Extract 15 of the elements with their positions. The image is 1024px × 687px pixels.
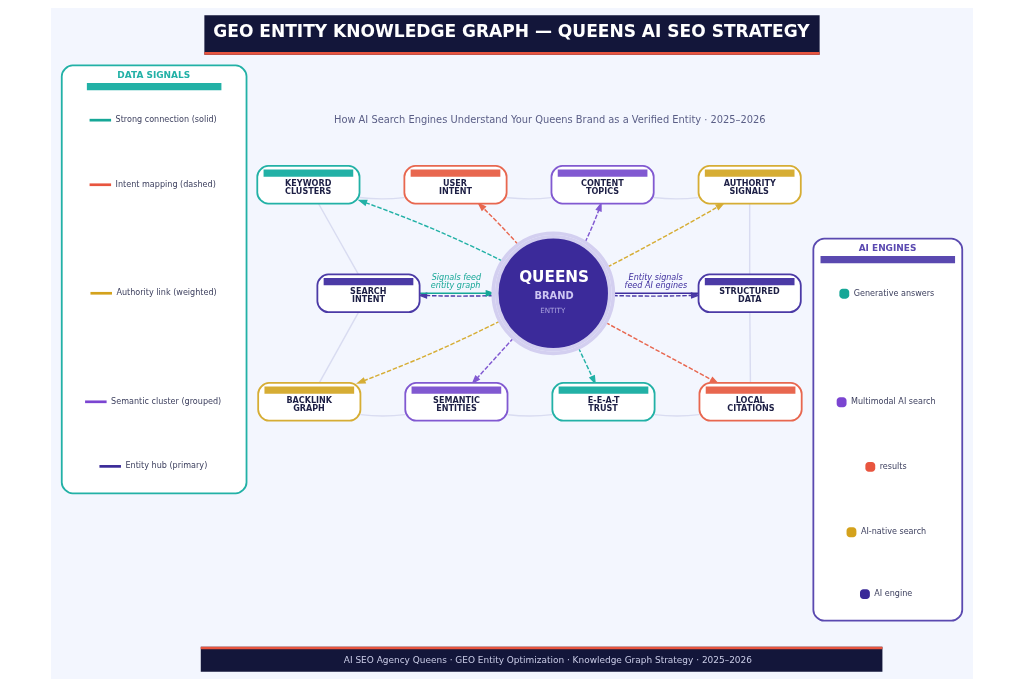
legend-label: AI-native search [860, 527, 927, 537]
legend-label: Generative answers [853, 288, 935, 298]
legend-label: AI engine [874, 589, 913, 599]
edge-label: Entity signals feed AI engines [624, 273, 688, 291]
label: How AI Search Engines Understand Your Queens Brand as a Verified Entity · 2025–2026 [333, 113, 766, 125]
legend-label: Multimodal AI search [851, 397, 936, 407]
edge-label: Signals feed entity graph [430, 273, 482, 291]
legend-label: results [879, 461, 907, 471]
caption: AI SEO Agency Queens · GEO Entity Optimization · Knowledge Graph Strategy · 2025–2026 [343, 654, 752, 665]
legend-label: Authority link (weighted) [116, 288, 217, 298]
legend-label: Semantic cluster (grouped) [111, 396, 222, 406]
legend-label: Entity hub (primary) [125, 461, 208, 471]
diagram-title: GEO ENTITY KNOWLEDGE GRAPH — QUEENS AI SEO STRATEGY [213, 20, 810, 41]
legend-label: Intent mapping (dashed) [115, 179, 216, 189]
legend-label: Strong connection (solid) [115, 115, 217, 125]
